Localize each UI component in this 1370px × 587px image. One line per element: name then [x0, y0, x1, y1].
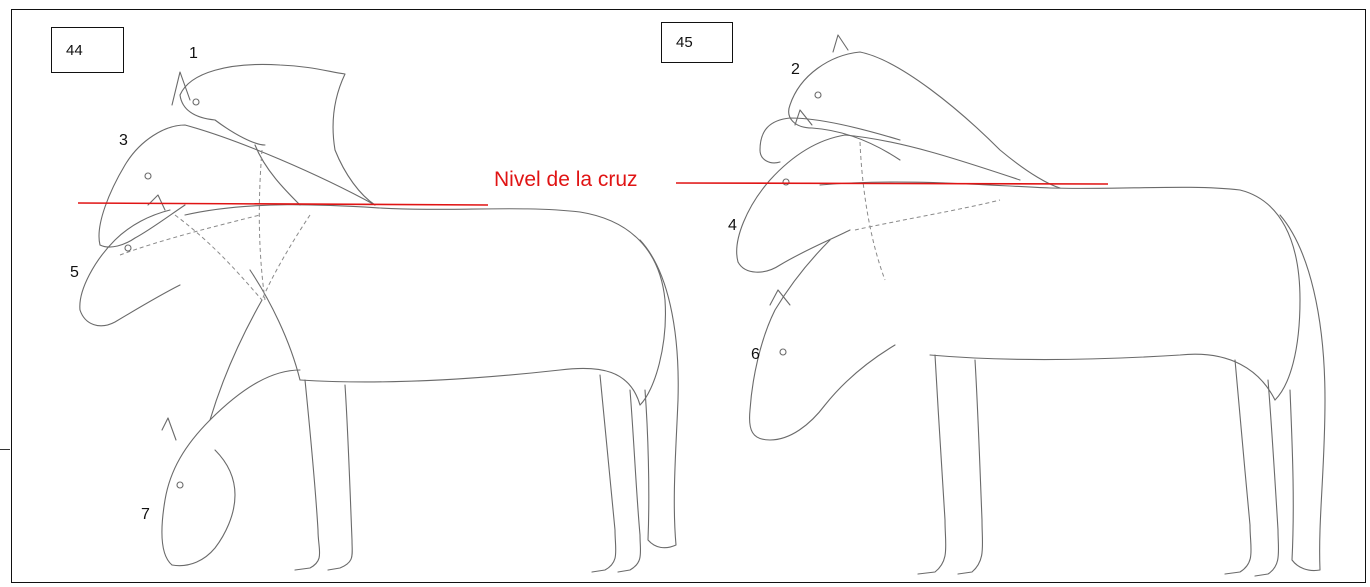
- horse-label-2: 2: [791, 61, 800, 78]
- horse-label-3: 3: [119, 132, 128, 149]
- panel-number-45: 45: [661, 22, 733, 63]
- edge-tick-mark: [0, 449, 10, 450]
- horse-label-7: 7: [141, 506, 150, 523]
- withers-line-left: [77, 202, 489, 206]
- horse-sketch-44: [79, 63, 679, 573]
- panel-number-45-text: 45: [676, 34, 693, 51]
- figure-frame: [11, 9, 1366, 583]
- withers-line-right: [675, 182, 1109, 185]
- horse-label-4: 4: [728, 217, 737, 234]
- horse-sketch-45: [736, 34, 1326, 577]
- horse-label-6: 6: [751, 346, 760, 363]
- panel-number-44-text: 44: [66, 41, 83, 59]
- horse-label-1: 1: [189, 45, 198, 62]
- horse-label-5: 5: [70, 264, 79, 281]
- withers-level-label: Nivel de la cruz: [494, 168, 638, 191]
- panel-number-44: 44: [51, 27, 124, 73]
